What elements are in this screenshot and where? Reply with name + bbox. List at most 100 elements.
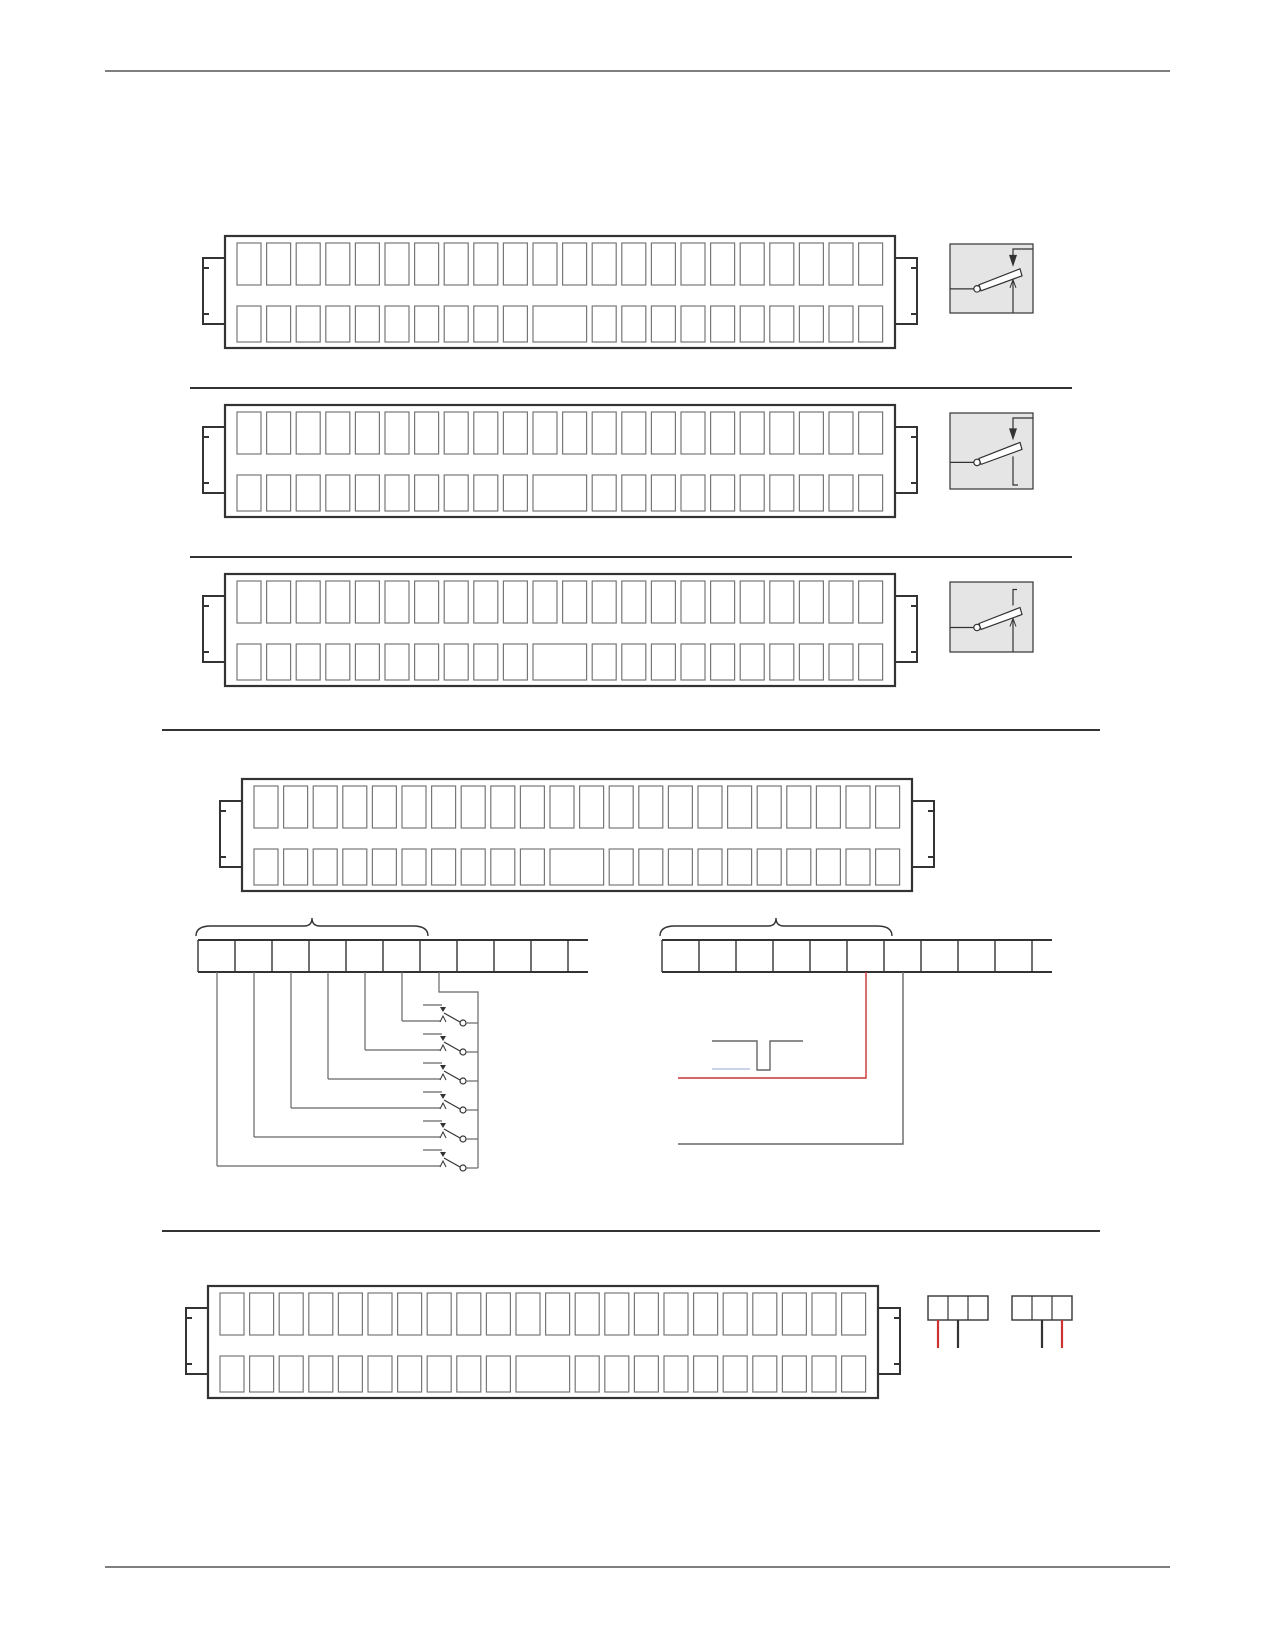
pin-bottom: [490, 848, 516, 886]
pin-bottom: [384, 643, 410, 681]
connector-4: [219, 777, 935, 893]
pin-bottom: [608, 848, 634, 886]
pin-top: [692, 1292, 719, 1336]
pin-top: [502, 411, 528, 455]
latch-left: [185, 1307, 208, 1375]
pin-bottom: [591, 474, 617, 512]
latch-left-tab: [220, 810, 226, 858]
pin-top: [857, 411, 884, 455]
pin-top: [874, 785, 901, 829]
pin-top: [604, 1292, 630, 1336]
latch-left: [202, 426, 225, 494]
jumper-body: [1011, 1295, 1073, 1321]
switch-lever: [443, 1070, 461, 1081]
switch-lever: [443, 1157, 461, 1168]
pin-bottom: [473, 474, 499, 512]
pin-top: [811, 1292, 837, 1336]
pin-bottom: [811, 1355, 837, 1393]
connector-housing: [240, 777, 914, 893]
pin-top: [549, 785, 575, 829]
switch-panel: [949, 412, 1034, 490]
pin-bottom: [456, 1355, 482, 1393]
latch-left-tab: [203, 267, 209, 315]
pin-bottom: [367, 1355, 393, 1393]
latch-left-tab: [203, 605, 209, 653]
pin-bottom: [828, 305, 854, 343]
pin-bottom: [354, 474, 380, 512]
pin-bottom: [266, 305, 292, 343]
pin-bottom: [857, 305, 884, 343]
pin-bottom: [697, 848, 723, 886]
pin-top: [650, 242, 677, 286]
arrow-up-icon: [439, 1043, 447, 1052]
pin-bottom: [709, 643, 736, 681]
connector-housing: [206, 1284, 880, 1400]
pin-top: [502, 242, 528, 286]
pin-top: [354, 242, 380, 286]
pin-top: [621, 242, 647, 286]
jumper-body: [927, 1295, 989, 1321]
pin-top: [769, 580, 795, 624]
pin-top: [769, 242, 795, 286]
pin-bottom-wide: [532, 474, 588, 512]
latch-left: [202, 595, 225, 663]
pin-top: [650, 580, 677, 624]
pin-bottom: [709, 474, 736, 512]
pin-bottom: [295, 643, 321, 681]
pin-bottom: [650, 305, 677, 343]
pin-bottom: [857, 643, 884, 681]
pin-top: [621, 411, 647, 455]
pin-bottom: [680, 305, 706, 343]
pin-bottom: [621, 643, 647, 681]
pin-top: [342, 785, 368, 829]
pin-bottom: [308, 1355, 334, 1393]
pin-top: [397, 1292, 423, 1336]
pin-top: [414, 580, 440, 624]
pin-bottom: [473, 305, 499, 343]
contact-open: [1012, 588, 1017, 606]
wire: [678, 972, 904, 1145]
pin-bottom: [502, 474, 528, 512]
pin-bottom: [401, 848, 427, 886]
pin-bottom: [236, 305, 262, 343]
pin-top: [473, 242, 499, 286]
pin-top: [752, 1292, 778, 1336]
pin-bottom-wide: [515, 1355, 571, 1393]
pulse-signal: [712, 1040, 803, 1071]
pin-top: [769, 411, 795, 455]
jumper-right: [1011, 1295, 1073, 1348]
latch-left-tab: [203, 436, 209, 484]
contact-open: [1012, 456, 1018, 486]
arrow-up-icon: [439, 1159, 447, 1168]
pin-top: [283, 785, 309, 829]
pin-top: [490, 785, 516, 829]
pin-top: [473, 580, 499, 624]
pin-top: [236, 411, 262, 455]
pin-bottom: [798, 305, 825, 343]
latch-right: [895, 595, 918, 663]
pin-top: [532, 580, 558, 624]
latch-right-tab: [911, 267, 917, 315]
pin-top: [384, 580, 410, 624]
pin-top: [443, 242, 469, 286]
pin-bottom: [828, 474, 854, 512]
pin-top: [828, 411, 854, 455]
switch-pivot: [459, 1135, 467, 1143]
arrow-up-icon: [439, 1072, 447, 1081]
connector-housing: [223, 403, 897, 519]
pin-top: [384, 242, 410, 286]
pin-top: [697, 785, 723, 829]
switch-pivot: [459, 1164, 467, 1172]
pin-top: [667, 785, 694, 829]
pin-bottom: [342, 848, 368, 886]
pin-bottom: [295, 474, 321, 512]
pin-bottom: [384, 305, 410, 343]
pin-bottom: [337, 1355, 363, 1393]
arrow-down-icon: [440, 1065, 446, 1070]
pin-bottom: [739, 305, 765, 343]
pin-bottom: [591, 643, 617, 681]
connector-housing: [223, 572, 897, 688]
arrow-up-icon: [1009, 278, 1017, 289]
pin-bottom: [371, 848, 397, 886]
pin-bottom: [680, 643, 706, 681]
